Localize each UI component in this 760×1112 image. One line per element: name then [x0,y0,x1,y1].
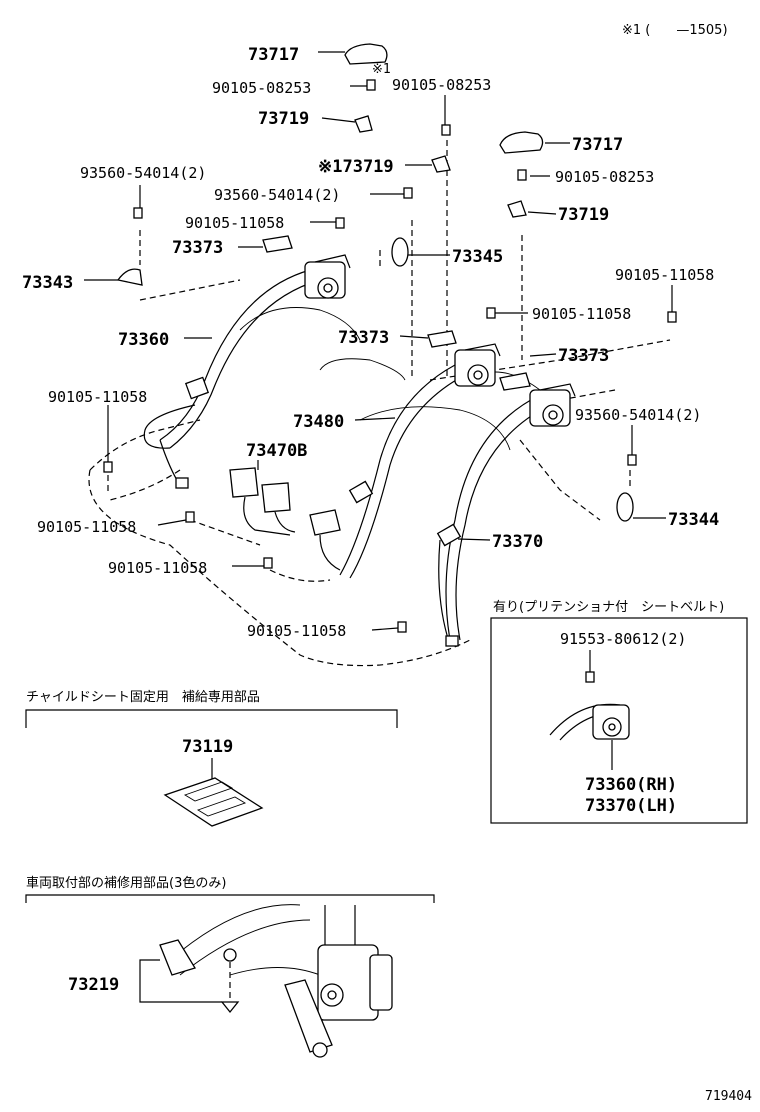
buckle-73470b [229,467,296,536]
clip-73373-a [262,235,293,253]
inset-pretensioner-title: 有り(プリテンショナ付 シートベルト) [493,600,724,615]
inset-pretensioner: 有り(プリテンショナ付 シートベルト) 91553-80612(2) 73360… [490,600,748,824]
anchor-73343 [116,268,143,286]
label-note-mark: ※1 [372,62,391,77]
bracket-73219 [159,939,196,976]
label-73373-b: 73373 [338,328,389,348]
bracket-73719-b [431,155,451,173]
label-90105-08253-b: 90105-08253 [392,76,491,94]
clip-73373-b [427,330,457,348]
label-90105-11058-c: 90105-11058 [532,305,631,323]
retractor-center [454,343,501,387]
label-73343: 73343 [22,273,73,293]
label-73344: 73344 [668,510,719,530]
figure-number: 719404 [705,1089,752,1104]
inset-bolt-label: 91553-80612(2) [560,630,686,648]
retractor-left [304,254,351,299]
label-73360: 73360 [118,330,169,350]
label-73719-a: 73719 [258,109,309,129]
label-73480: 73480 [293,412,344,432]
note-top: ※1 ( —1505) [622,23,728,38]
label-90105-11058-g: 90105-11058 [247,622,346,640]
label-90105-11058-d: 90105-11058 [48,388,147,406]
child-seat-title: チャイルドシート固定用 補給専用部品 [26,690,260,705]
cover-73717-a [344,43,388,65]
label-73370: 73370 [492,532,543,552]
label-73345: 73345 [452,247,503,267]
label-73717-a: 73717 [248,45,299,65]
label-90105-11058-b: 90105-11058 [615,266,714,284]
retractor-body [317,944,379,1021]
section-child-seat: チャイルドシート固定用 補給専用部品 73119 [25,690,398,827]
label-93560-54014-a: 93560-54014(2) [80,164,206,182]
part-labels: 73717 ※1 90105-08253 90105-08253 73719 7… [22,45,719,640]
label-90105-11058-f: 90105-11058 [108,559,207,577]
label-90105-11058-e: 90105-11058 [37,518,136,536]
seatbelt-73360 [143,254,351,489]
anchor-plate-73119 [163,777,264,827]
label-93560-54014-c: 93560-54014(2) [575,406,701,424]
body-repair-part-label: 73219 [68,975,119,995]
child-seat-part-label: 73119 [182,737,233,757]
leader-lines [84,51,673,631]
label-93560-54014-b: 93560-54014(2) [214,186,340,204]
label-73373-a: 73373 [172,238,223,258]
retractor-right [529,383,576,427]
seatbelt-73480 [309,343,501,579]
body-repair-title: 車両取付部の補修用部品(3色のみ) [26,875,226,891]
guide-73345 [391,237,409,267]
seatbelt-73370 [436,383,576,647]
bracket-73719-c [507,200,527,218]
label-73717-b: 73717 [572,135,623,155]
label-73719-c: 73719 [558,205,609,225]
inset-lh-label: 73370(LH) [585,796,677,816]
bracket-73719-a [354,115,373,133]
label-73470b: 73470B [246,441,307,461]
label-90105-08253-c: 90105-08253 [555,168,654,186]
inset-rh-label: 73360(RH) [585,775,677,795]
label-90105-08253-a: 90105-08253 [212,79,311,97]
guide-73344 [616,492,634,522]
label-73373-c: 73373 [558,346,609,366]
clip-73373-c [499,372,531,391]
label-73719-b: ※173719 [318,157,394,177]
section-body-repair: 車両取付部の補修用部品(3色のみ) 73219 [25,875,435,1058]
bolts [103,79,677,633]
cover-73717-b [499,131,544,154]
label-90105-11058-a: 90105-11058 [185,214,284,232]
